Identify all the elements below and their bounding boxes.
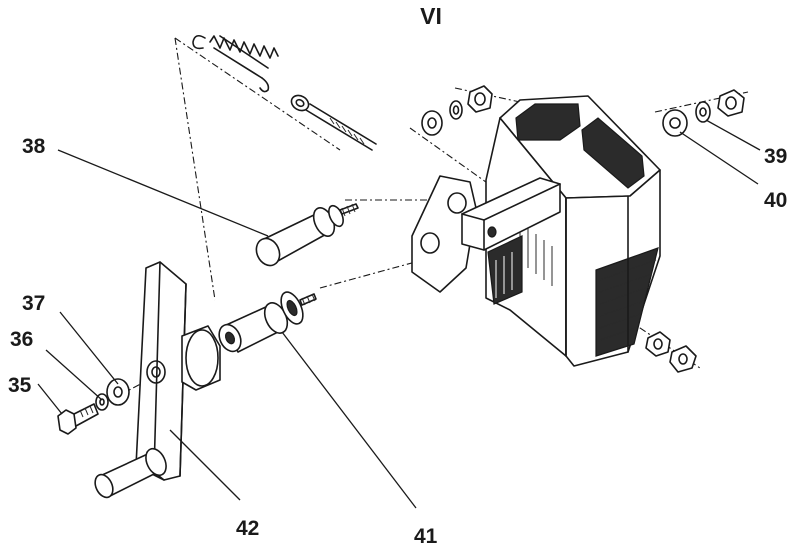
part-labels: 38 37 36 35 42 41 39 40 xyxy=(8,135,787,548)
washer-icon xyxy=(421,110,443,136)
part-label-37: 37 xyxy=(22,292,45,315)
part-label-36: 36 xyxy=(10,328,33,351)
part-label-39: 39 xyxy=(764,145,787,168)
bolt-icon xyxy=(57,403,99,435)
washer-icon xyxy=(106,378,130,406)
tension-spring-icon xyxy=(192,34,279,93)
bushing-41 xyxy=(218,291,317,353)
figure-title: VI xyxy=(420,3,442,29)
part-label-38: 38 xyxy=(22,135,46,158)
lever-arm-42 xyxy=(94,261,221,499)
washer-icon xyxy=(662,109,688,137)
part-label-42: 42 xyxy=(236,517,259,540)
washer-icon xyxy=(449,100,463,120)
part-label-41: 41 xyxy=(414,525,438,548)
hex-nut-icon xyxy=(467,85,493,113)
part-label-35: 35 xyxy=(8,374,32,397)
washer-icon xyxy=(695,101,711,123)
spring-eye-rod xyxy=(290,94,377,151)
arm-bracket xyxy=(411,175,561,305)
part-label-40: 40 xyxy=(764,189,787,212)
hex-nut-icon xyxy=(669,345,697,373)
leader-lines xyxy=(37,119,761,509)
pivot-pin-38 xyxy=(255,203,359,267)
hex-nut-icon xyxy=(717,89,745,117)
hex-nut-icon xyxy=(645,331,671,357)
